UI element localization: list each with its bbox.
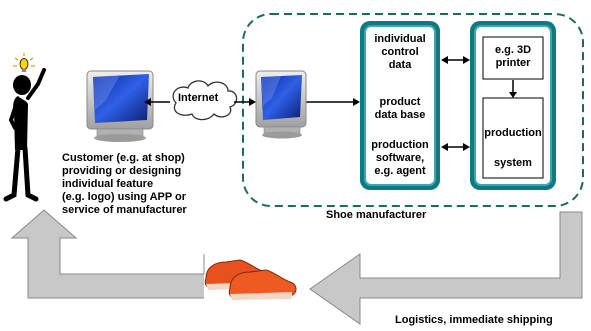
control-data-box-inner (364, 25, 436, 186)
customer-line: individual feature (62, 178, 154, 190)
printer-box (482, 36, 544, 80)
production-system-box (482, 97, 544, 179)
customer-line: providing or designing (62, 165, 182, 177)
internet-right-arrow (234, 98, 256, 106)
product-database-label: product data base (374, 96, 426, 121)
customer-line: (e.g. logo) using APP or (62, 191, 187, 203)
internet-label: Internet (178, 92, 219, 104)
printer-to-system-arrowhead (509, 92, 517, 98)
internet-left-arrow (144, 98, 170, 106)
logistics-label: Logistics, immediate shipping (395, 314, 553, 326)
shoes-icon (204, 259, 297, 300)
manufacturer-boundary (242, 13, 584, 207)
double-arrow-top (441, 56, 470, 64)
customer-figure-icon (3, 53, 46, 202)
customer-line: Customer (e.g. at shop) (62, 152, 185, 164)
double-arrow-bottom (441, 143, 470, 151)
return-arrow (10, 209, 205, 299)
customer-description: Customer (e.g. at shop) providing or des… (62, 152, 187, 217)
customer-line: service of manufacturer (62, 204, 187, 216)
control-data-label: individual control data (374, 33, 426, 71)
logistics-arrow (309, 211, 583, 325)
manufacturer-label: Shoe manufacturer (326, 209, 427, 221)
internet-cloud-icon (172, 80, 238, 121)
customer-computer-icon (86, 70, 154, 142)
production-software-label: production software, e.g. agent (371, 139, 429, 177)
lightbulb-icon (13, 53, 35, 72)
manufacturer-computer-icon (255, 70, 307, 139)
computer-to-box-arrow (304, 98, 360, 106)
printer-label: e.g. 3D printer (494, 44, 532, 69)
production-system-label: production system (484, 127, 542, 169)
